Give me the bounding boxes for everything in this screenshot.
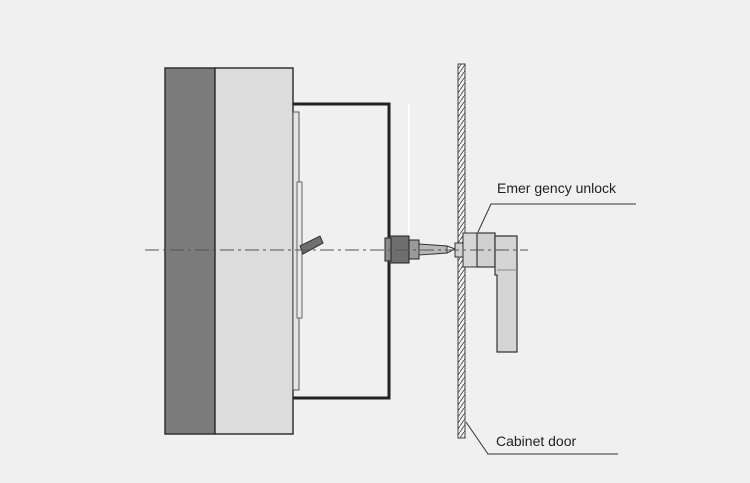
device-rear-block xyxy=(164,67,216,435)
internal-lever xyxy=(299,235,324,255)
device-front-block xyxy=(214,67,294,435)
emergency-unlock-leader xyxy=(477,203,636,233)
emergency-unlock-label: Emer gency unlock xyxy=(497,180,617,196)
cabinet-door-label: Cabinet door xyxy=(496,433,577,449)
handle-arm xyxy=(494,235,518,353)
cabinet-door-leader xyxy=(465,421,618,455)
